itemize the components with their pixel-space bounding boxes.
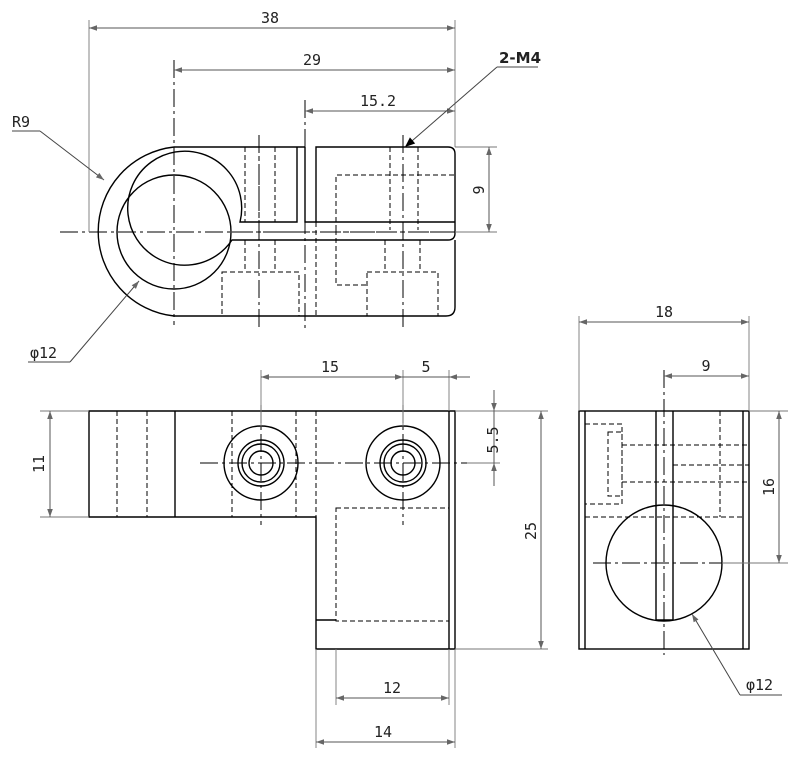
thread-callout: 2-M4 [499, 49, 541, 67]
side-view-hidden-lines [584, 411, 749, 518]
top-view-outline [127, 146, 456, 266]
side-bore-leader [691, 613, 741, 696]
top-view-outer-arc [97, 146, 456, 317]
radius-leader [39, 130, 105, 181]
top-view-hidden-lines [221, 140, 455, 317]
dim-12: 12 [383, 679, 401, 697]
dim-15-2: 15.2 [360, 92, 396, 110]
bore-circle [116, 174, 232, 290]
dim-5: 5 [421, 358, 430, 376]
bore-leader [69, 280, 140, 363]
radius-callout: R9 [12, 113, 30, 131]
dim-16: 16 [760, 478, 778, 496]
front-view-hidden-lines [116, 411, 450, 622]
dim-25: 25 [522, 522, 540, 540]
front-view: 15 5 5.5 11 25 12 14 [30, 358, 548, 748]
side-view: 18 9 16 φ12 [578, 303, 788, 696]
dim-38: 38 [261, 9, 279, 27]
dim-29: 29 [303, 51, 321, 69]
dim-5-5: 5.5 [484, 426, 502, 453]
dim-11: 11 [30, 455, 48, 473]
bore-callout-top: φ12 [30, 344, 57, 362]
dim-9-top: 9 [470, 185, 488, 194]
thread-leader [404, 66, 498, 148]
dim-14: 14 [374, 723, 392, 741]
bore-callout-side: φ12 [746, 676, 773, 694]
dim-9-side: 9 [701, 357, 710, 375]
top-view: 38 29 15.2 9 2-M4 R9 φ12 [12, 9, 541, 363]
dim-18: 18 [655, 303, 673, 321]
dim-15: 15 [321, 358, 339, 376]
